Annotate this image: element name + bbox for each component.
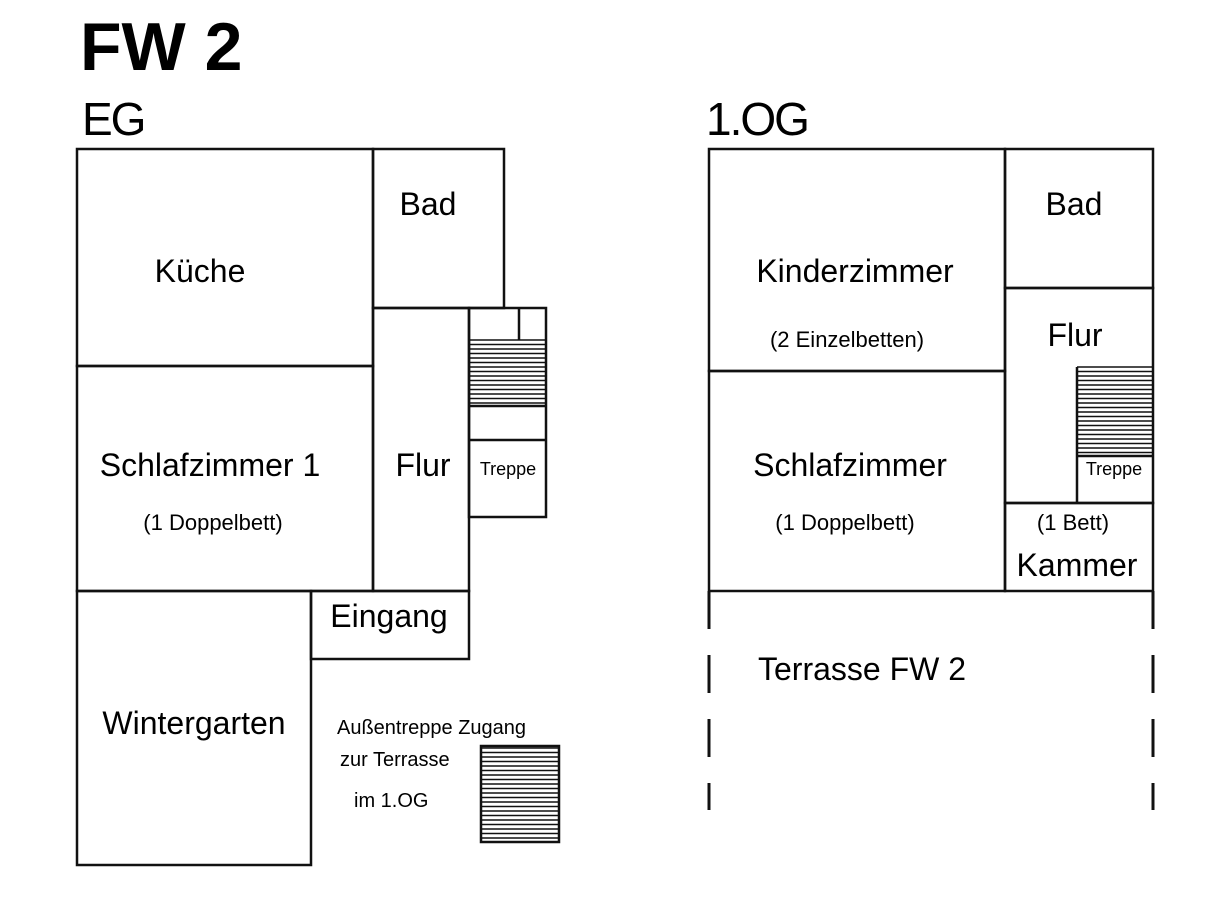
- label-schlafzimmer-1-bed: (1 Doppelbett): [143, 510, 282, 535]
- label-aussentreppe-line3: im 1.OG: [354, 790, 428, 812]
- outdoor-stair: [479, 744, 561, 844]
- label-kinderzimmer-beds: (2 Einzelbetten): [770, 327, 924, 352]
- eg-room-bad: [371, 147, 506, 310]
- eg-stair-hatch: [469, 339, 546, 404]
- label-kammer-bed: (1 Bett): [1037, 510, 1109, 535]
- eg-plan: Küche Bad Schlafzimmer 1 (1 Doppelbett) …: [75, 147, 561, 867]
- label-terrasse: Terrasse FW 2: [758, 651, 966, 687]
- label-wintergarten: Wintergarten: [102, 705, 285, 741]
- label-aussentreppe-line2: zur Terrasse: [340, 749, 450, 771]
- plan-title: FW 2: [80, 9, 242, 85]
- label-eg-bad: Bad: [400, 186, 457, 222]
- og-plan: Kinderzimmer (2 Einzelbetten) Bad Flur T…: [707, 147, 1155, 810]
- og-stair-hatch: [1077, 366, 1153, 454]
- label-og-treppe: Treppe: [1086, 459, 1142, 479]
- label-kammer: Kammer: [1017, 547, 1138, 583]
- label-eg-treppe: Treppe: [480, 459, 536, 479]
- label-aussentreppe-line1: Außentreppe Zugang: [337, 717, 526, 739]
- label-eingang: Eingang: [330, 598, 447, 634]
- label-og-flur: Flur: [1047, 317, 1102, 353]
- og-room-schlafzimmer: [707, 369, 1007, 593]
- label-schlafzimmer-1: Schlafzimmer 1: [100, 447, 321, 483]
- label-og-bad: Bad: [1046, 186, 1103, 222]
- label-eg-flur: Flur: [395, 447, 450, 483]
- eg-stair-area: [467, 306, 548, 519]
- eg-floor-label: EG: [82, 93, 144, 145]
- og-floor-label: 1.OG: [706, 93, 808, 145]
- label-og-schlafzimmer: Schlafzimmer: [753, 447, 947, 483]
- eg-room-wintergarten: [75, 589, 313, 867]
- og-room-kammer: [1003, 501, 1155, 593]
- label-og-schlafzimmer-bed: (1 Doppelbett): [775, 510, 914, 535]
- outdoor-stair-hatch: [481, 747, 559, 839]
- label-kinderzimmer: Kinderzimmer: [756, 253, 954, 289]
- label-kueche: Küche: [155, 253, 246, 289]
